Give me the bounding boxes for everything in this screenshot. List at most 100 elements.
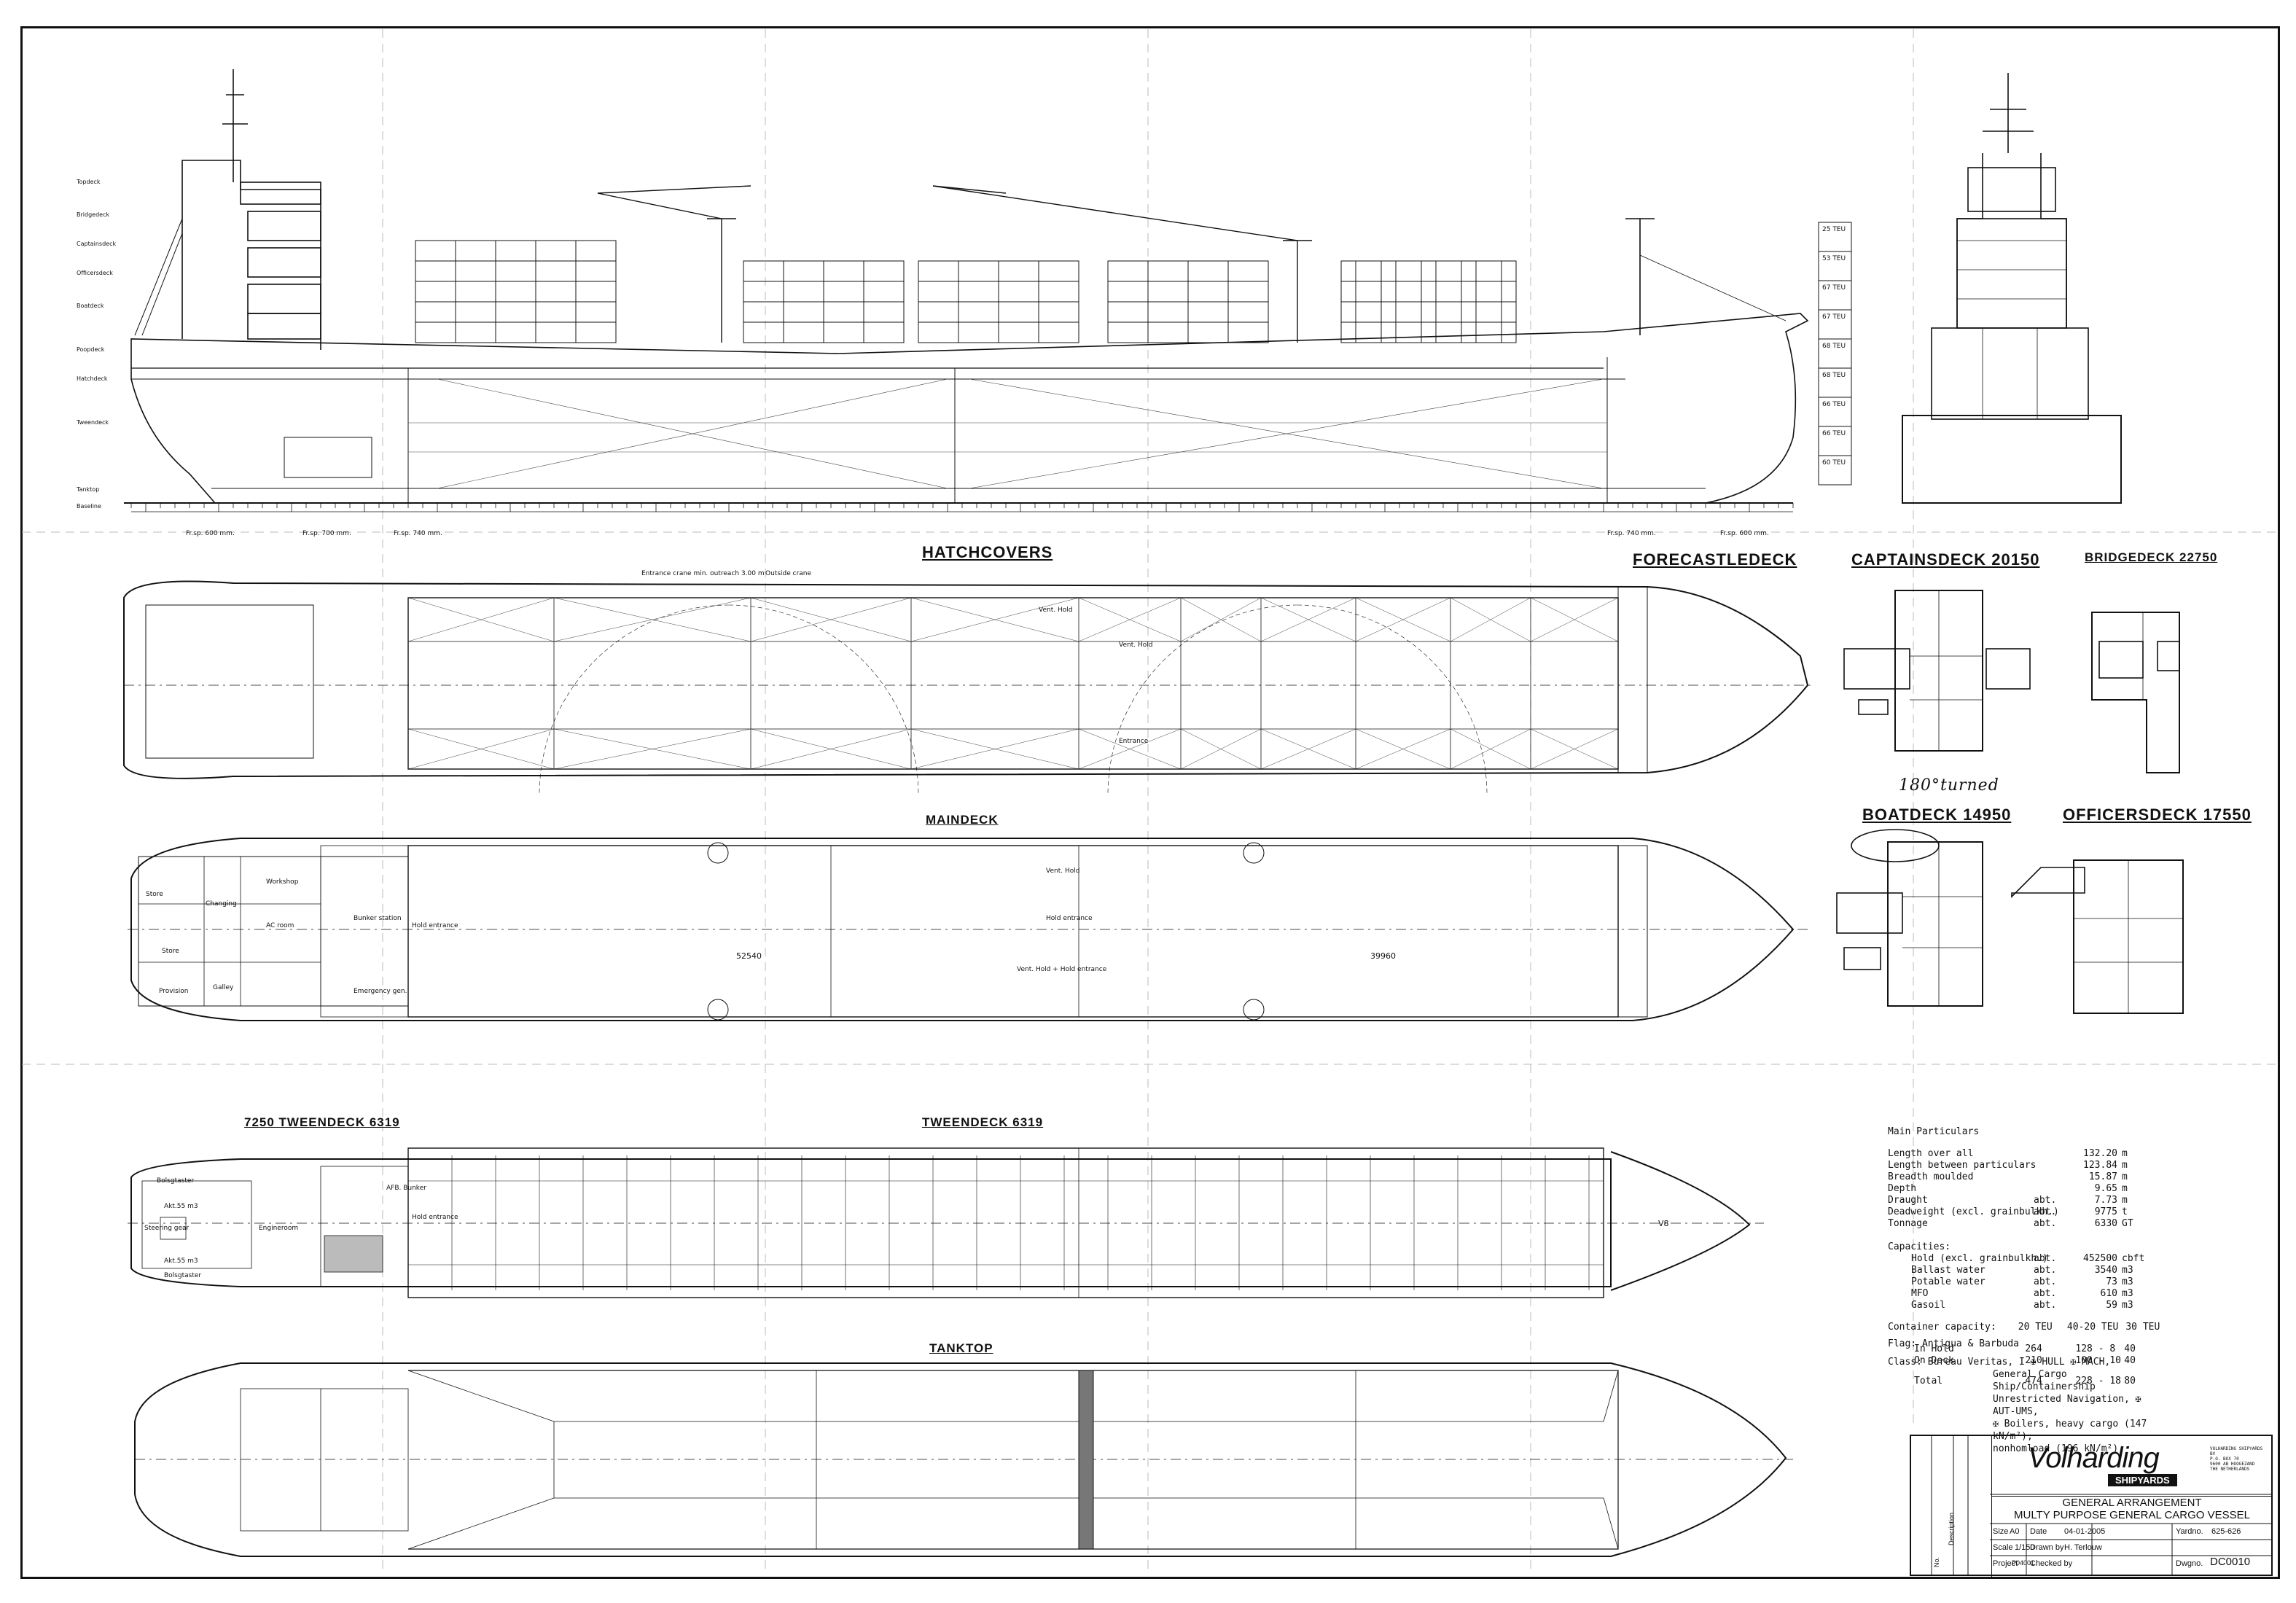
room-vent-hold-1: Vent. Hold xyxy=(1046,867,1080,875)
address-line-4: THE NETHERLANDS xyxy=(2210,1467,2250,1472)
drawn-label: Drawn by xyxy=(2030,1543,2064,1552)
tween-bolsgtaster-1: Bolsgtaster xyxy=(157,1177,195,1185)
captainsdeck-plan xyxy=(1843,590,2031,752)
room-vent-hold-entrance: Vent. Hold + Hold entrance xyxy=(1017,966,1107,973)
level-label: Boatdeck xyxy=(77,303,104,309)
level-label: Hatchdeck xyxy=(77,375,108,382)
label-maindeck: MAINDECK xyxy=(926,813,999,827)
teu-label: 66 TEU xyxy=(1822,430,1846,437)
room-galley: Galley xyxy=(213,984,234,991)
maindeck-dim-1: 52540 xyxy=(736,951,762,961)
drawn-value: H. Terlouw xyxy=(2064,1543,2102,1552)
teu-label: 67 TEU xyxy=(1822,284,1846,292)
level-label: Bridgedeck xyxy=(77,211,110,218)
fold-lines xyxy=(22,29,2278,1575)
address-line-2: P.O. BOX 70 xyxy=(2210,1456,2239,1462)
teu-label: 25 TEU xyxy=(1822,226,1846,233)
room-hold-entrance-1: Hold entrance xyxy=(412,922,458,929)
class-line-4: ✠ Boilers, heavy cargo (147 kN/m²), xyxy=(1993,1419,2147,1442)
level-label: Topdeck xyxy=(77,179,101,185)
level-label: Officersdeck xyxy=(77,270,113,276)
frame-spacing-1: Fr.sp. 600 mm. xyxy=(186,530,235,537)
particulars-heading: Main Particulars xyxy=(1888,1126,1980,1137)
label-annotation: 180°turned xyxy=(1899,776,1999,795)
address-line-3: 9600 AB HOOGEZAND xyxy=(2210,1462,2255,1467)
container-col-3: 30 TEU xyxy=(2125,1322,2160,1333)
hatch-vent-hold-1: Vent. Hold xyxy=(1039,607,1073,614)
project-value: P04001 xyxy=(2012,1559,2035,1567)
volharding-logo: Volharding SHIPYARDS VOLHARDING SHIPYARD… xyxy=(2028,1442,2268,1487)
hatchcovers-plan xyxy=(123,580,1815,795)
scale-label: Scale xyxy=(1993,1543,2013,1552)
level-label: Poopdeck xyxy=(77,346,105,353)
logo-shipyards: SHIPYARDS xyxy=(2108,1474,2177,1486)
front-view xyxy=(1902,73,2122,504)
room-provision: Provision xyxy=(159,988,189,995)
label-tweendeck-left: 7250 TWEENDECK 6319 xyxy=(244,1115,400,1129)
room-store-2: Store xyxy=(162,948,179,955)
yard-value: 625-626 xyxy=(2211,1527,2241,1536)
room-emergency-gen: Emergency gen. xyxy=(354,988,407,995)
maindeck-plan xyxy=(128,838,1808,1021)
class-line-2: General Cargo Ship/Containership xyxy=(1993,1369,2096,1392)
hatch-outside-crane-1: Outside crane xyxy=(765,570,812,577)
tween-hold-entrance: Hold entrance xyxy=(412,1214,458,1221)
project-label: Project xyxy=(1993,1559,2018,1568)
container-col-1: 20 TEU xyxy=(2018,1322,2053,1333)
container-col-2: 40-20 TEU xyxy=(2066,1322,2119,1333)
hatch-entrance: Entrance xyxy=(1119,738,1149,745)
frame-spacing-5: Fr.sp. 600 mm. xyxy=(1720,530,1769,537)
logo-address: VOLHARDING SHIPYARDS BV P.O. BOX 70 9600… xyxy=(2210,1446,2268,1472)
label-officersdeck: OFFICERSDECK 17550 xyxy=(2063,806,2252,824)
logo-brand: Volharding xyxy=(2028,1442,2160,1474)
flag-class: Flag: Antigua & Barbuda Class: Bureau Ve… xyxy=(1888,1338,2150,1455)
teu-label: 60 TEU xyxy=(1822,459,1846,467)
bridgedeck-plan xyxy=(2091,612,2180,773)
label-hatchcovers: HATCHCOVERS xyxy=(922,543,1053,561)
tweendeck-plan xyxy=(128,1147,1764,1298)
title-line-2: MULTY PURPOSE GENERAL CARGO VESSEL xyxy=(2014,1509,2250,1521)
boatdeck-plan xyxy=(1836,829,1983,1007)
tween-v8: V8 xyxy=(1658,1219,1669,1228)
teu-label: 68 TEU xyxy=(1822,372,1846,379)
dwg-value: DC0010 xyxy=(2210,1556,2251,1568)
label-tanktop: TANKTOP xyxy=(929,1341,993,1355)
hatch-entrance-crane-1: Entrance crane min. outreach 3.00 m xyxy=(641,570,765,577)
room-ac-room: AC room xyxy=(266,922,294,929)
date-value: 04-01-2005 xyxy=(2064,1527,2106,1536)
teu-column xyxy=(1818,222,1852,485)
deck-containers xyxy=(415,240,1517,343)
title-line-1: GENERAL ARRANGEMENT xyxy=(2062,1497,2202,1509)
label-tweendeck: TWEENDECK 6319 xyxy=(922,1115,1044,1129)
tween-akt-1: Akt.55 m3 xyxy=(164,1203,198,1210)
tween-steering-gear: Steering gear xyxy=(144,1225,190,1232)
level-label: Captainsdeck xyxy=(77,241,117,247)
label-forecastledeck: FORECASTLEDECK xyxy=(1633,550,1797,569)
dwg-label: Dwgno. xyxy=(2176,1559,2203,1568)
label-bridgedeck: BRIDGEDECK 22750 xyxy=(2085,550,2218,564)
room-workshop: Workshop xyxy=(266,878,299,886)
tween-akt-2: Akt.55 m3 xyxy=(164,1257,198,1265)
hatch-vent-hold-2: Vent. Hold xyxy=(1119,641,1153,649)
container-capacity: Container capacity: 20 TEU 40-20 TEU 30 … xyxy=(1888,1322,2165,1387)
revision-column: Description No. xyxy=(1911,1436,1992,1577)
label-captainsdeck: CAPTAINSDECK 20150 xyxy=(1851,550,2040,569)
flag: Flag: Antigua & Barbuda xyxy=(1888,1338,2020,1349)
size-label: Size xyxy=(1993,1527,2009,1536)
room-hold-entrance-2: Hold entrance xyxy=(1046,915,1093,922)
